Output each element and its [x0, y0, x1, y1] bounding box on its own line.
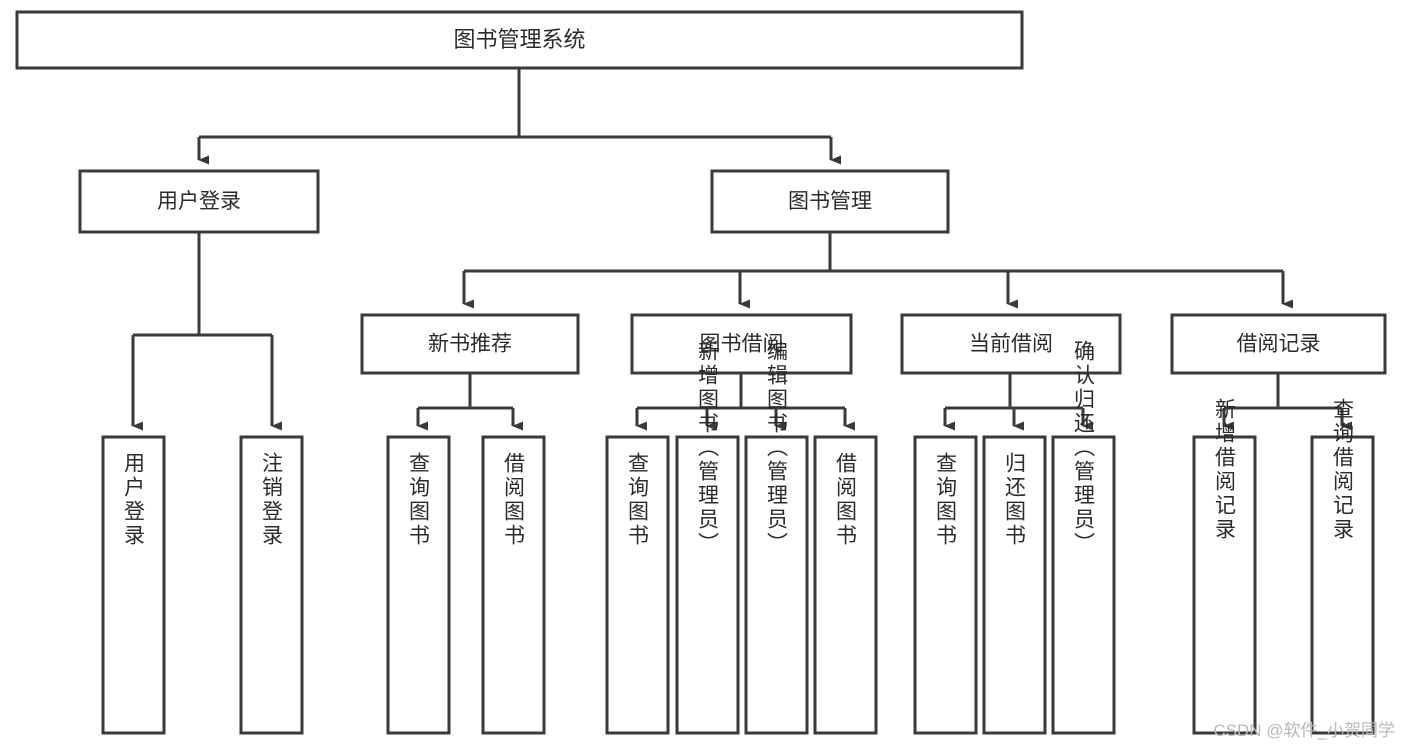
node-book-management-rect[interactable] [710, 169, 950, 234]
node-current-borrow-rect[interactable] [900, 313, 1122, 375]
leaf-query-books-borrow[interactable]: 查询图书 [605, 435, 670, 735]
leaf-query-borrow-record-rect[interactable] [1310, 435, 1375, 735]
node-new-book-recommend-label: 新书推荐 [428, 333, 512, 356]
leaf-confirm-return-label: 确认归还（管理员） [1072, 340, 1096, 556]
leaf-edit-book-rect[interactable] [744, 435, 809, 735]
leaf-return-book-rect[interactable] [982, 435, 1047, 735]
node-borrow-record-rect[interactable] [1170, 313, 1387, 375]
leaf-user-login-label: 用户登录 [122, 452, 146, 548]
node-root-rect[interactable] [15, 10, 1024, 70]
leaf-add-borrow-record-label: 新增借阅记录 [1213, 398, 1237, 542]
leaf-add-book-rect[interactable] [675, 435, 740, 735]
node-book-borrow-label: 图书借阅 [700, 333, 784, 356]
leaf-edit-book[interactable]: 编辑图书（管理员） [744, 340, 809, 735]
leaf-add-book-label: 新增图书（管理员） [696, 340, 720, 556]
node-borrow-record[interactable]: 借阅记录 [1170, 313, 1387, 375]
leaf-query-books-current-rect[interactable] [913, 435, 978, 735]
node-book-borrow-rect[interactable] [630, 313, 853, 375]
leaf-query-books-current-label: 查询图书 [934, 452, 958, 548]
node-book-borrow[interactable]: 图书借阅 [630, 313, 853, 375]
leaf-query-books-borrow-label: 查询图书 [626, 452, 650, 548]
leaf-borrow-books-recommend[interactable]: 借阅图书 [481, 435, 546, 735]
node-borrow-record-label: 借阅记录 [1237, 333, 1321, 356]
node-root-label: 图书管理系统 [453, 27, 585, 52]
node-new-book-recommend-rect[interactable] [360, 313, 580, 375]
leaf-borrow-book-rect[interactable] [813, 435, 878, 735]
leaf-query-books-borrow-rect[interactable] [605, 435, 670, 735]
leaf-borrow-book[interactable]: 借阅图书 [813, 435, 878, 735]
node-current-borrow-label: 当前借阅 [969, 333, 1053, 356]
node-current-borrow[interactable]: 当前借阅 [900, 313, 1122, 375]
node-book-management[interactable]: 图书管理 [710, 169, 950, 234]
leaf-add-borrow-record-rect[interactable] [1192, 435, 1257, 735]
leaf-borrow-books-recommend-rect[interactable] [481, 435, 546, 735]
connector-layer [131, 68, 1352, 431]
node-user-login[interactable]: 用户登录 [78, 169, 320, 234]
leaf-add-borrow-record[interactable]: 新增借阅记录 [1192, 398, 1257, 735]
node-new-book-recommend[interactable]: 新书推荐 [360, 313, 580, 375]
leaf-query-books-recommend-rect[interactable] [386, 435, 451, 735]
leaf-return-book-label: 归还图书 [1003, 452, 1027, 548]
leaf-borrow-books-recommend-label: 借阅图书 [502, 452, 526, 548]
leaf-user-login[interactable]: 用户登录 [101, 435, 166, 735]
node-user-login-label: 用户登录 [157, 190, 241, 213]
node-book-management-label: 图书管理 [788, 190, 872, 213]
leaf-query-borrow-record-label: 查询借阅记录 [1331, 398, 1355, 542]
leaf-return-book[interactable]: 归还图书 [982, 435, 1047, 735]
leaf-query-books-current[interactable]: 查询图书 [913, 435, 978, 735]
leaf-logout-rect[interactable] [239, 435, 304, 735]
leaf-logout-label: 注销登录 [260, 452, 284, 548]
node-root[interactable]: 图书管理系统 [15, 10, 1024, 70]
leaf-add-book[interactable]: 新增图书（管理员） [675, 340, 740, 735]
leaf-edit-book-label: 编辑图书（管理员） [765, 340, 789, 556]
leaf-borrow-book-label: 借阅图书 [834, 452, 858, 548]
leaf-user-login-rect[interactable] [101, 435, 166, 735]
leaf-confirm-return-rect[interactable] [1051, 435, 1116, 735]
leaf-logout[interactable]: 注销登录 [239, 435, 304, 735]
leaf-query-borrow-record[interactable]: 查询借阅记录 [1310, 398, 1375, 735]
leaf-confirm-return[interactable]: 确认归还（管理员） [1051, 340, 1116, 735]
leaf-query-books-recommend-label: 查询图书 [407, 452, 431, 548]
leaf-query-books-recommend[interactable]: 查询图书 [386, 435, 451, 735]
node-user-login-rect[interactable] [78, 169, 320, 234]
